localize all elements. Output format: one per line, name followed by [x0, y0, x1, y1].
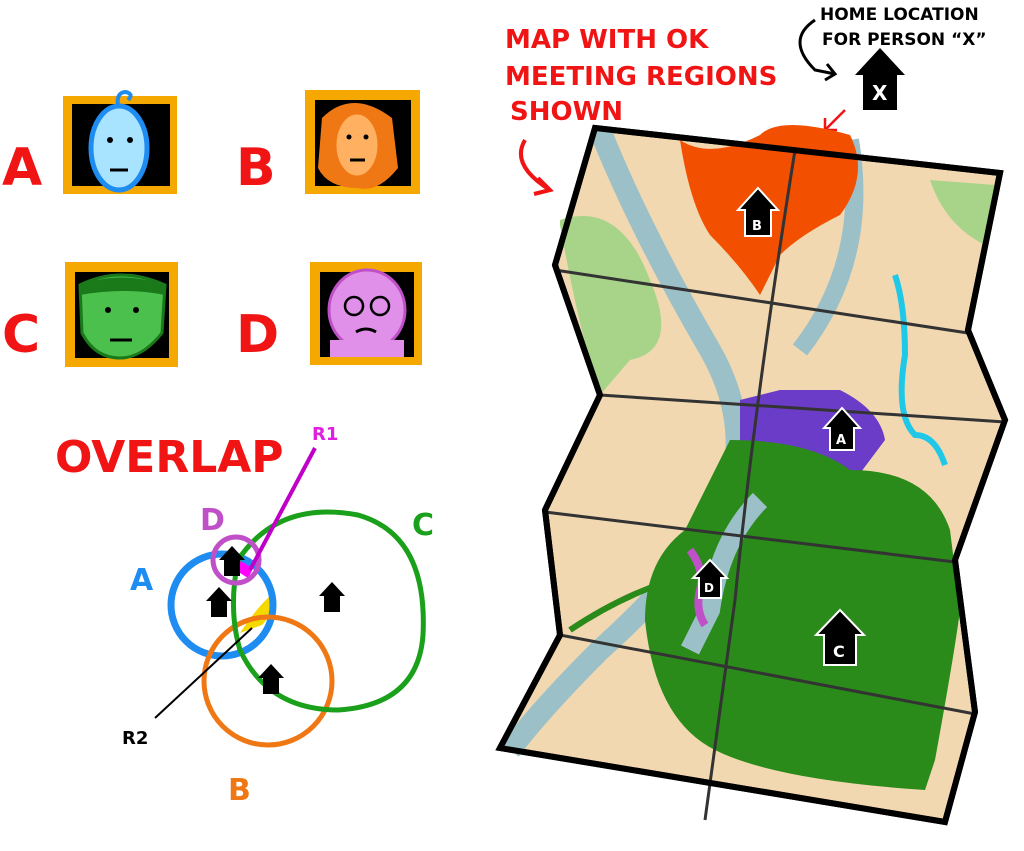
- map-house-c-letter: C: [833, 642, 845, 661]
- folded-map: B A D C: [495, 124, 1009, 826]
- map-house-d-letter: D: [704, 581, 714, 595]
- map-house-a: A: [821, 406, 863, 451]
- portrait-a: [63, 89, 177, 194]
- caption-arrow-icon: [519, 138, 554, 196]
- caption-line-2: MEETING REGIONS: [505, 62, 777, 92]
- map-house-d: D: [690, 558, 730, 599]
- legend-house-letter: X: [872, 81, 888, 105]
- r2-label: R2: [122, 728, 148, 749]
- circle-label-a: A: [130, 563, 154, 598]
- legend-line-2: FOR PERSON “X”: [822, 30, 987, 50]
- label-person-b: B: [236, 138, 276, 198]
- circle-label-c: C: [412, 508, 434, 543]
- legend-house-icon: [855, 48, 905, 110]
- portrait-d: [310, 262, 422, 365]
- caption-line-3: SHOWN: [510, 97, 623, 127]
- portrait-c: [65, 262, 178, 367]
- label-person-c: C: [2, 305, 40, 365]
- map-house-c: C: [813, 608, 867, 666]
- portrait-b: [305, 90, 420, 194]
- legend: HOME LOCATION FOR PERSON “X” X: [798, 5, 987, 132]
- circle-label-b: B: [228, 773, 251, 808]
- circle-label-d: D: [200, 503, 225, 538]
- caption-line-1: MAP WITH OK: [505, 25, 709, 55]
- map-house-a-letter: A: [836, 433, 846, 448]
- overlap-title: OVERLAP: [55, 432, 284, 483]
- r1-label: R1: [312, 424, 338, 445]
- map-house-b: B: [735, 186, 781, 237]
- map-house-b-letter: B: [752, 219, 762, 234]
- label-person-d: D: [236, 305, 279, 365]
- legend-line-1: HOME LOCATION: [820, 5, 979, 25]
- map-caption: MAP WITH OK MEETING REGIONS SHOWN: [505, 25, 777, 127]
- label-person-a: A: [2, 138, 42, 198]
